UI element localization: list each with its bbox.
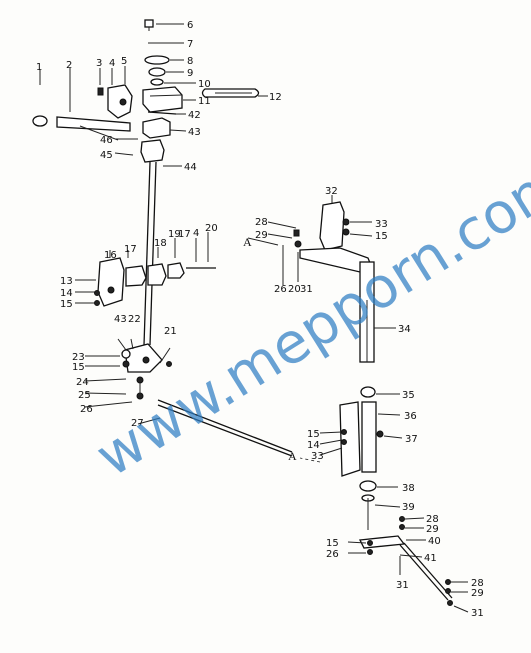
part-shaft-34 [359, 261, 375, 363]
section-mark-a-upper: A [243, 235, 252, 249]
callout-35: 35 [402, 390, 415, 401]
part-nut-10 [150, 78, 164, 86]
callout-8: 8 [187, 56, 193, 67]
callout-20: 20 [288, 284, 301, 295]
callout-15: 15 [60, 299, 73, 310]
callout-37: 37 [405, 434, 418, 445]
part-screw-25 [136, 376, 144, 384]
callout-21: 21 [164, 326, 177, 337]
callout-29: 29 [426, 524, 439, 535]
callout-28: 28 [471, 578, 484, 589]
callout-14: 14 [307, 440, 320, 451]
callout-46: 46 [100, 135, 113, 146]
callout-43: 43 [114, 314, 127, 325]
part-arm-5 [107, 84, 133, 119]
callout-31: 31 [396, 580, 409, 591]
callout-34: 34 [398, 324, 411, 335]
part-bracket-32 [319, 201, 345, 251]
callout-13: 13 [60, 276, 73, 287]
callout-20: 20 [205, 223, 218, 234]
callout-26: 26 [326, 549, 339, 560]
callout-33: 33 [311, 451, 324, 462]
part-clamp-44 [140, 139, 165, 163]
callout-23: 23 [72, 352, 85, 363]
callout-29: 29 [471, 588, 484, 599]
part-lever-24 [124, 343, 163, 373]
callout-43: 43 [188, 127, 201, 138]
callout-12: 12 [269, 92, 282, 103]
part-bushing-35 [360, 386, 376, 398]
part-spring-42 [147, 111, 177, 115]
callout-28: 28 [255, 217, 268, 228]
callout-3: 3 [96, 58, 102, 69]
part-collar-18 [147, 263, 167, 286]
part-housing-36 [339, 401, 384, 477]
callout-36: 36 [404, 411, 417, 422]
callout-41: 41 [424, 553, 437, 564]
callout-38: 38 [402, 483, 415, 494]
callout-16: 16 [104, 250, 117, 261]
callout-2: 2 [66, 60, 72, 71]
callout-9: 9 [187, 68, 193, 79]
callout-26: 26 [80, 404, 93, 415]
callout-4: 4 [193, 228, 199, 239]
part-rod-44 [143, 161, 151, 346]
callout-44: 44 [184, 162, 197, 173]
part-lever-40 [358, 535, 406, 549]
part-shaft-2 [32, 115, 131, 141]
callout-18: 18 [154, 238, 167, 249]
callout-40: 40 [428, 536, 441, 547]
part-fork-11 [201, 88, 260, 98]
callout-15: 15 [307, 429, 320, 440]
part-collar-17 [125, 265, 147, 287]
part-nut-23 [121, 349, 131, 359]
callout-28: 28 [426, 514, 439, 525]
callout-7: 7 [187, 39, 193, 50]
part-washer-8 [144, 55, 170, 65]
callout-17: 17 [178, 229, 191, 240]
part-collar-19 [167, 262, 185, 279]
callout-10: 10 [198, 79, 211, 90]
callout-31: 31 [300, 284, 313, 295]
callout-11: 11 [198, 96, 211, 107]
section-mark-a-lower: A [288, 449, 297, 463]
part-bracket-16 [97, 257, 125, 307]
callout-15: 15 [326, 538, 339, 549]
part-connecting-rod-27 [157, 399, 293, 453]
callout-25: 25 [78, 390, 91, 401]
callout-1: 1 [36, 62, 42, 73]
callout-32: 32 [325, 186, 338, 197]
part-screw-6 [144, 19, 154, 31]
callout-33: 33 [375, 219, 388, 230]
part-block-12 [142, 86, 183, 113]
callout-29: 29 [255, 230, 268, 241]
callout-42: 42 [188, 110, 201, 121]
part-nut-38 [359, 480, 377, 492]
callout-5: 5 [121, 56, 127, 67]
callout-39: 39 [402, 502, 415, 513]
callout-45: 45 [100, 150, 113, 161]
callout-14: 14 [60, 288, 73, 299]
callout-6: 6 [187, 20, 193, 31]
callout-19: 19 [168, 229, 181, 240]
callout-27: 27 [131, 418, 144, 429]
callout-15: 15 [375, 231, 388, 242]
part-screw-3 [97, 87, 104, 96]
part-bracket-43 [142, 117, 171, 139]
part-washer-9 [148, 67, 166, 77]
callout-22: 22 [128, 314, 141, 325]
part-link-41 [399, 544, 449, 601]
callout-17: 17 [124, 244, 137, 255]
callout-15: 15 [72, 362, 85, 373]
callout-26: 26 [274, 284, 287, 295]
callout-24: 24 [76, 377, 89, 388]
callout-4: 4 [109, 58, 115, 69]
callout-31: 31 [471, 608, 484, 619]
